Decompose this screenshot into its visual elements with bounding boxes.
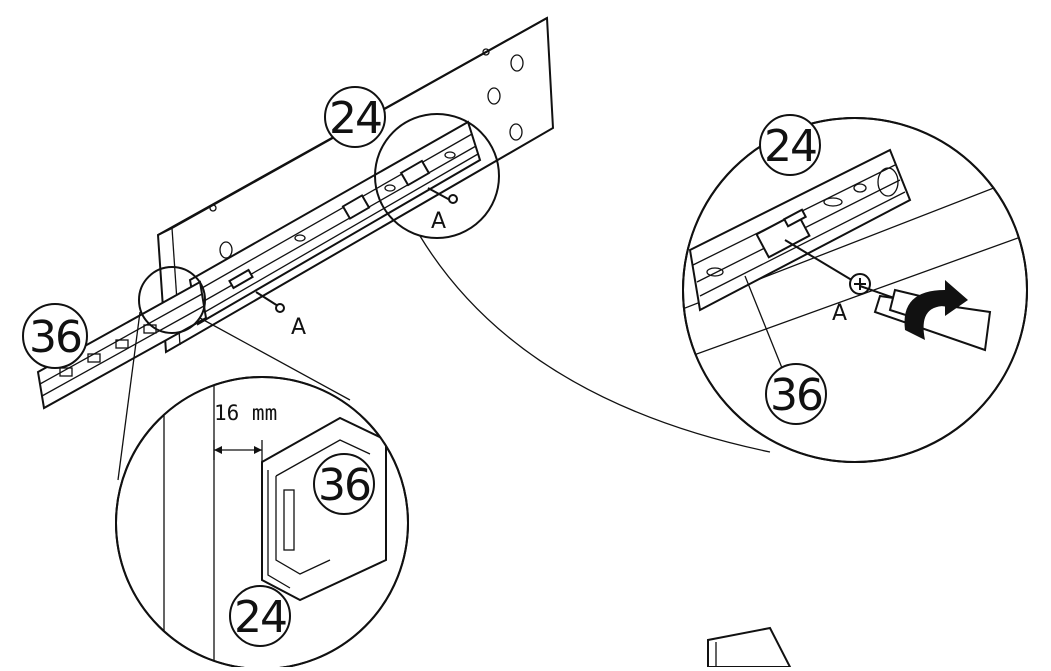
leader-line-right	[419, 235, 771, 453]
detail-right-36-label: 36	[770, 370, 822, 421]
leader-line-bottom-right	[199, 317, 351, 401]
part-24-label: 24	[329, 93, 381, 144]
detail-marker-right	[374, 113, 500, 239]
detail-bottom-24-label: 24	[234, 592, 286, 643]
leader-line-bottom-left	[117, 311, 141, 481]
detail-right: 24 36 A	[682, 114, 1028, 463]
detail-marker-bottom	[138, 266, 206, 334]
screw-a-right	[427, 187, 458, 204]
screw-a-left	[255, 291, 285, 313]
part-36-callout: 36	[22, 303, 88, 369]
detail-bottom: 16 mm 36 24	[115, 376, 409, 670]
dimension-label: 16 mm	[214, 401, 277, 425]
detail-bottom-36-label: 36	[318, 460, 370, 511]
drawer-slide-rail	[36, 120, 482, 410]
detail-right-a-label: A	[832, 301, 847, 326]
screw-a-label-2: A	[431, 209, 446, 234]
part-24-callout: 24	[324, 86, 386, 148]
next-step-panel-partial	[707, 626, 792, 668]
part-36-label: 36	[29, 312, 81, 363]
screw-a-label: A	[291, 315, 306, 340]
detail-right-24-label: 24	[764, 121, 816, 172]
